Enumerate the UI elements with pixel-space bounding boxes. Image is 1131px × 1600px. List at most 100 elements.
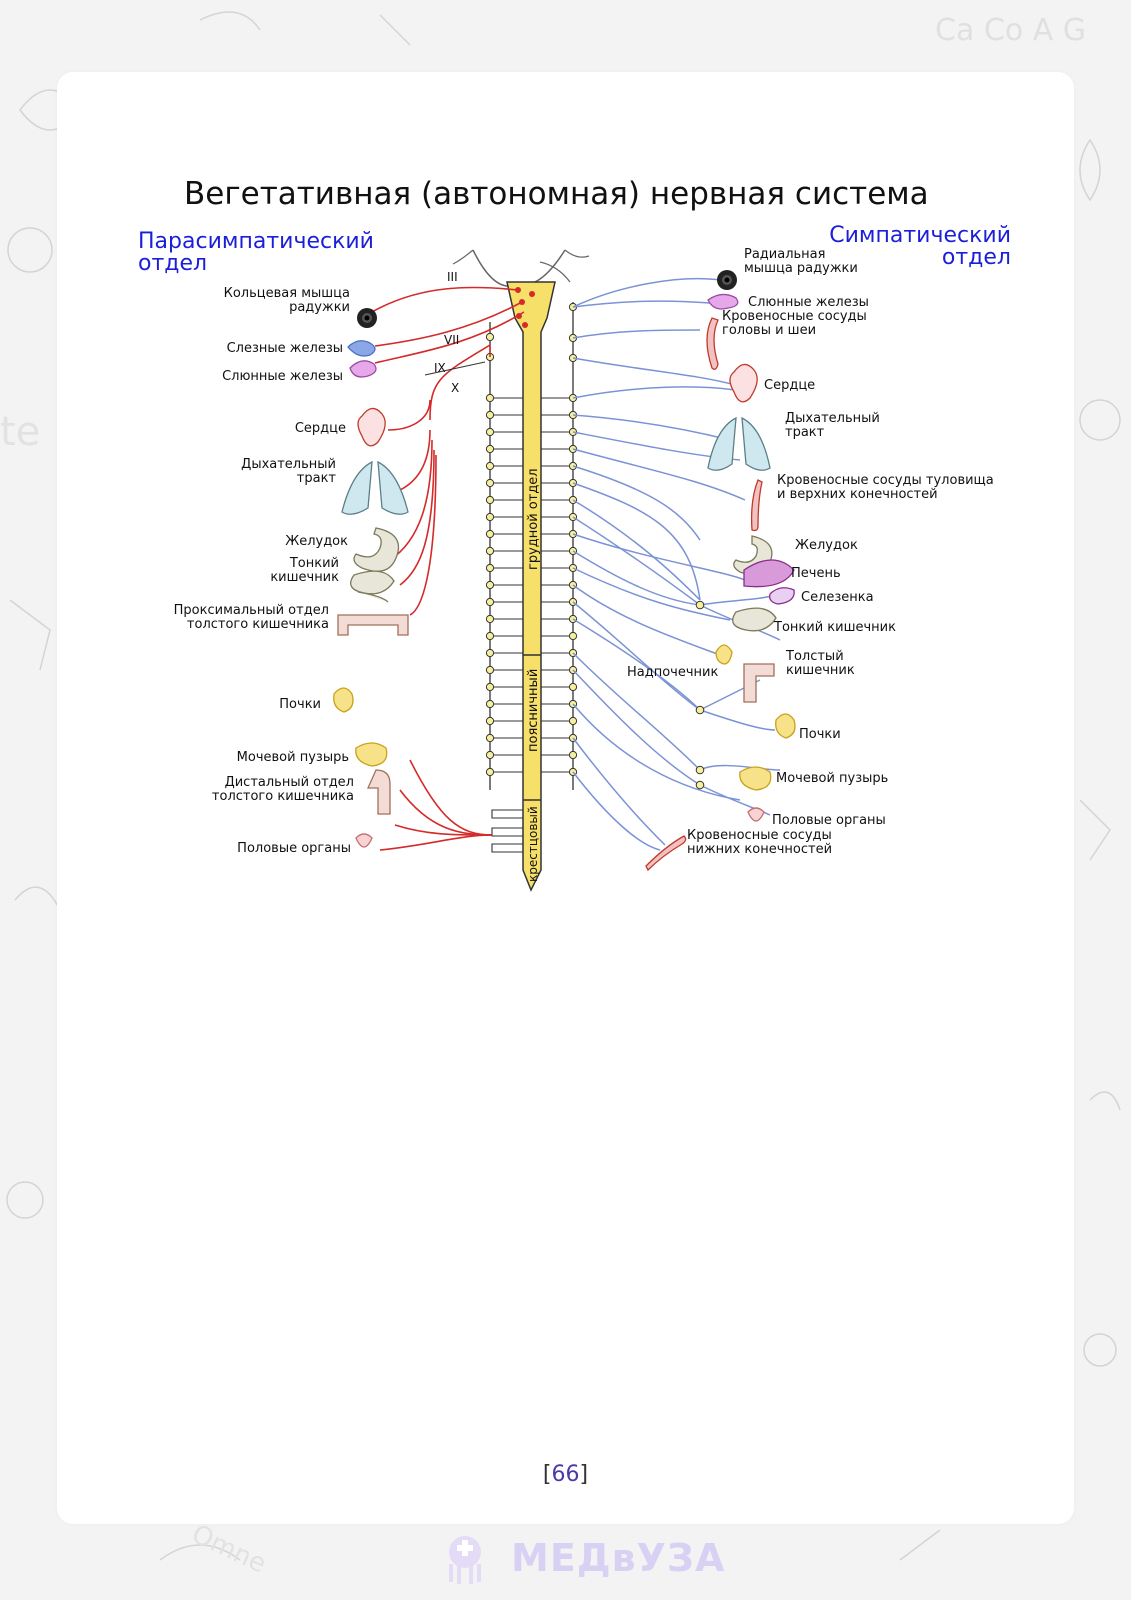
salivary-gland-icon [349,360,377,378]
trunk-vessels-icon [750,479,763,532]
sympathetic-organ-label-надпочечник: Надпочечник [627,665,718,680]
bladder-icon [355,742,388,767]
parasympathetic-heading: Парасимпатический [138,229,374,254]
large-intestine-icon [743,663,775,703]
sympathetic-organ-label-кровеносные-сосуды-туловища: Кровеносные сосуды туловища [777,473,994,488]
brainstem-nucleus [522,322,528,328]
parasympathetic-fiber [399,429,431,491]
ganglion [485,444,495,454]
nerve-ix-line [424,361,486,376]
parasympathetic-organ-label-дистальный-отдел: Дистальный отдел [225,775,354,790]
sympathetic-fiber [572,277,721,308]
parasympathetic-heading-2: отдел [138,251,207,276]
prevertebral-ganglion [695,780,705,790]
parasympathetic-fiber [371,286,519,313]
brainstem-nucleus [529,291,535,297]
sacral-outflow [491,809,523,819]
brain-outline [472,249,566,287]
parasympathetic-fiber [399,449,435,586]
prevertebral-ganglion [695,600,705,610]
liver-icon [743,559,795,588]
heart-icon [729,363,758,403]
ganglion [485,733,495,743]
page-number-value: 66 [551,1462,580,1487]
parasympathetic-fiber [374,301,523,347]
ganglion [568,682,578,692]
parasympathetic-organ-label-радужки: радужки [289,300,350,315]
distal-colon-icon [366,769,391,815]
ganglion [485,682,495,692]
parasympathetic-organ-label-тракт: тракт [297,471,337,486]
prevertebral-ganglion [695,705,705,715]
sympathetic-fiber [572,300,711,308]
ganglion [568,631,578,641]
spleen-icon [769,587,795,605]
bladder-icon [739,766,772,791]
ganglion [485,495,495,505]
small-intestine-icon [350,570,395,603]
sympathetic-fiber [572,703,741,801]
sympathetic-organ-label-тонкий-кишечник: Тонкий кишечник [773,620,896,635]
parasympathetic-pathways [371,286,525,851]
sympathetic-fiber [572,567,731,621]
parasympathetic-fiber [374,311,525,364]
genitals-icon [355,833,373,848]
sympathetic-fiber [572,652,701,771]
brain-nerve-roots [452,249,590,283]
parasympathetic-fiber [387,399,431,431]
leg-vessels-icon [645,835,687,872]
sympathetic-fiber [572,448,746,501]
sympathetic-fiber [572,533,746,581]
sympathetic-fiber [572,771,661,851]
sacral-outflow [491,843,523,853]
nerve-label-ix: IX [434,361,446,375]
head-vessels-icon [706,317,719,370]
ganglion [485,580,495,590]
lungs-icon [341,460,409,515]
ganglion [568,716,578,726]
parasympathetic-organ-label-сердце: Сердце [295,421,346,436]
parasympathetic-fiber [409,454,437,616]
ganglion [485,716,495,726]
sympathetic-organ-label-половые-органы: Половые органы [772,813,886,828]
ganglion [485,648,495,658]
sympathetic-fiber [572,584,721,656]
parasympathetic-organ-label-дыхательный: Дыхательный [241,457,336,472]
heart-icon [357,407,386,447]
ganglion [485,332,495,342]
sympathetic-organ-label-мышца-радужки: мышца радужки [744,261,858,276]
ganglion [485,427,495,437]
sympathetic-fiber [572,601,701,711]
adrenal-gland-icon [715,644,733,665]
sympathetic-fiber [572,618,701,711]
sympathetic-organ-label-головы-и-шеи: головы и шеи [722,323,816,338]
diagram-title: Вегетативная (автономная) нервная систем… [184,176,929,212]
small-intestine-icon [732,607,777,632]
sympathetic-organ-label-нижних-конечностей: нижних конечностей [687,842,832,857]
sympathetic-fiber [572,669,701,786]
parasympathetic-organ-label-почки: Почки [279,697,321,712]
ganglion [485,393,495,403]
ganglion [485,563,495,573]
sympathetic-organ-label-толстый: Толстый [785,649,844,664]
parasympathetic-organ-label-толстого-кишечника: толстого кишечника [187,617,329,632]
parasympathetic-organ-label-мочевой-пузырь: Мочевой пузырь [237,750,349,765]
nerve-label-iii: III [447,270,458,284]
nerve-label-vii: VII [444,333,459,347]
sympathetic-pathways [572,277,781,851]
ganglion [485,750,495,760]
sympathetic-fiber [572,357,736,386]
ganglion [485,512,495,522]
sympathetic-heading-2: отдел [942,245,1011,270]
stomach-icon [353,527,400,572]
sympathetic-fiber [572,737,666,846]
sympathetic-organ-label-мочевой-пузырь: Мочевой пузырь [776,771,888,786]
lacrimal-gland-icon [347,340,376,357]
ganglion [485,529,495,539]
spine-region-thoracic: грудной отдел [526,468,541,570]
sympathetic-fiber [572,465,701,541]
logo-icon [449,1536,481,1584]
sympathetic-organ-label-тракт: тракт [785,425,825,440]
ganglion [485,614,495,624]
